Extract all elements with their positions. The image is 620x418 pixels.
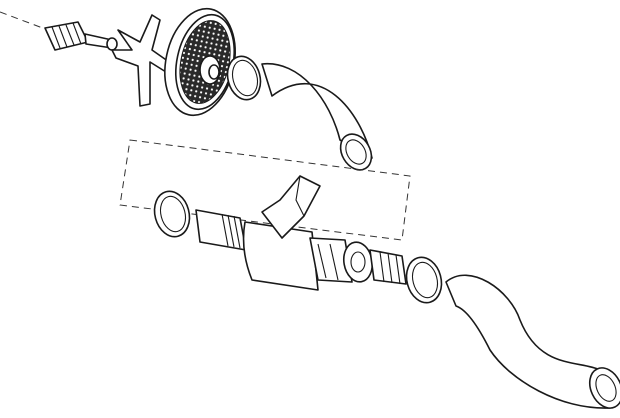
connection-dashed-box — [119, 139, 411, 241]
cutting-blade — [111, 14, 173, 107]
ball-valve — [242, 175, 353, 291]
hose-upper — [261, 63, 373, 171]
hose-clamp-lower-right — [405, 256, 443, 304]
threaded-fitting-upper — [44, 21, 118, 51]
hose-barb-right — [369, 249, 407, 285]
hose-clamp-lower-left — [153, 190, 191, 238]
hose-clamp-upper — [226, 55, 262, 101]
hose-barb-left — [195, 209, 247, 251]
upper-axis-leader — [0, 11, 49, 31]
hose-lower — [445, 274, 620, 409]
